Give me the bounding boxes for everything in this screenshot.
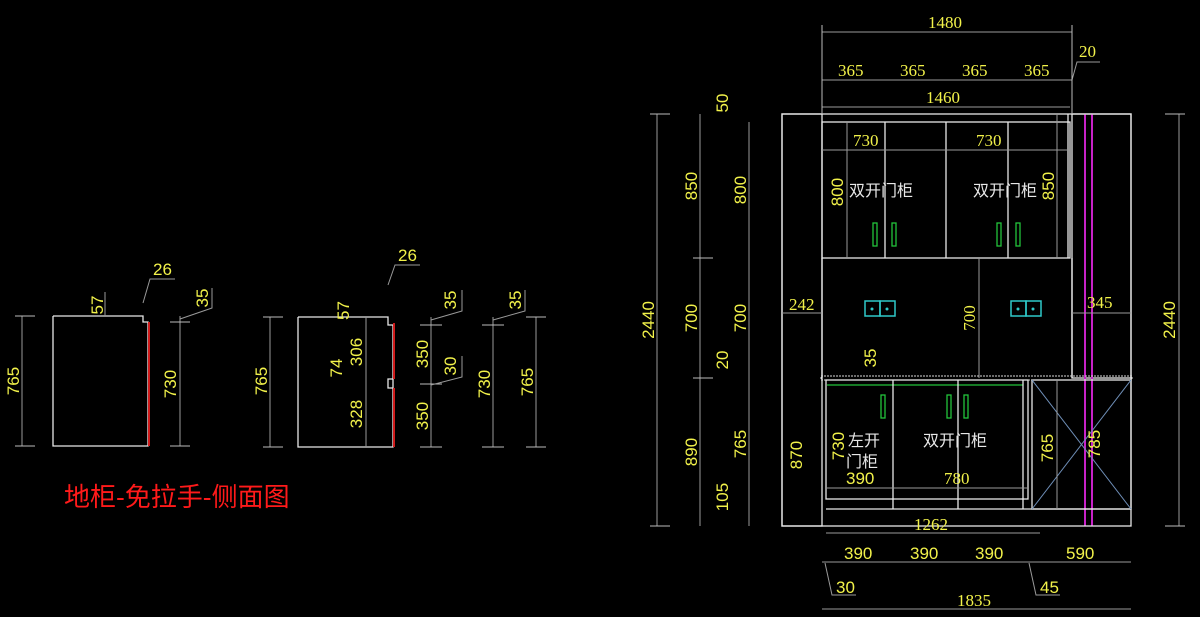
dim-lower-door: 350 [413, 402, 432, 430]
dim-extra-top-gap: 35 [506, 291, 525, 310]
socket-icon [864, 300, 896, 317]
dim-left-upper: 850 [682, 172, 701, 200]
dim-bottom-span: 1262 [914, 515, 948, 534]
dim-top-seg-1: 365 [838, 61, 864, 80]
side-profile-left: 765 730 57 26 35 [4, 260, 213, 447]
dim-bottom-mid-gap: 45 [1040, 578, 1059, 597]
dim-upper-door: 350 [413, 340, 432, 368]
handle-icon [1015, 222, 1021, 247]
dim-top-seg-4: 365 [1024, 61, 1050, 80]
dim-mid-inner: 700 [731, 304, 750, 332]
handle-icon [891, 222, 897, 247]
dim-total-height-2: 765 [252, 367, 271, 395]
upper-cabinet-label-1: 双开门柜 [849, 181, 913, 200]
dim-top-offset-2: 57 [334, 301, 353, 320]
elevation-view: 730 730 双开门柜 双开门柜 800 850 700 242 345 35 [639, 13, 1185, 610]
dim-lower-center-width: 780 [944, 469, 970, 488]
dim-upper-right-height: 850 [1039, 172, 1058, 200]
handle-icon [996, 222, 1002, 247]
dim-door-height: 730 [161, 370, 180, 398]
dim-mid-gap: 30 [441, 357, 460, 376]
dim-upper-section: 306 [347, 338, 366, 366]
dim-counter-gap: 20 [713, 351, 732, 370]
handle-icon [946, 394, 952, 419]
upper-cabinet-label-2: 双开门柜 [973, 181, 1037, 200]
dim-left-wall-width: 242 [789, 295, 815, 314]
dim-top-offset: 20 [1079, 42, 1096, 61]
dim-lower-inner: 765 [731, 430, 750, 458]
dim-top-seg-2: 365 [900, 61, 926, 80]
dim-door-top-gap: 35 [441, 291, 460, 310]
dim-bottom-seg-3: 390 [975, 544, 1003, 563]
cabinet-side-outline-2 [297, 316, 394, 448]
dim-bottom-seg-1: 390 [844, 544, 872, 563]
dim-bottom-seg-2: 390 [910, 544, 938, 563]
dim-door-total: 730 [475, 370, 494, 398]
right-wall-hatch [1071, 113, 1132, 379]
handle-icon [963, 394, 969, 419]
socket-icon [1010, 300, 1042, 317]
dim-top-seg-3: 365 [962, 61, 988, 80]
dim-lower-section: 328 [347, 400, 366, 428]
dim-extra-total: 765 [518, 368, 537, 396]
dim-pipe-height: 785 [1085, 430, 1104, 458]
dim-bottom-seg-4: 590 [1066, 544, 1094, 563]
dim-lower-left-width: 390 [846, 469, 874, 488]
dim-right-overall: 2440 [1160, 301, 1179, 339]
lower-center-label: 双开门柜 [923, 431, 987, 450]
lower-left-label-line1: 左开 [848, 431, 880, 450]
dim-bottom-left-gap: 30 [836, 578, 855, 597]
dim-right-wall-width: 345 [1087, 293, 1113, 312]
dim-counter-thickness: 35 [861, 349, 880, 368]
dim-middle-groove: 74 [327, 359, 346, 378]
dim-toe-kick: 105 [713, 483, 732, 511]
lower-cabinet [825, 379, 1029, 500]
dim-total-height: 765 [4, 367, 23, 395]
dim-upper-inner-height: 800 [828, 178, 847, 206]
countertop [820, 375, 1133, 381]
dim-groove: 26 [153, 260, 172, 279]
middle-groove [387, 378, 393, 389]
dim-top-gap: 35 [193, 289, 212, 308]
dim-groove-2: 26 [398, 246, 417, 265]
dim-bottom-overall: 1835 [957, 591, 991, 610]
dim-open-bay-height: 765 [1038, 434, 1057, 462]
open-bay [1031, 379, 1132, 510]
handle-icon [872, 222, 878, 247]
dim-left-lower-wall: 870 [787, 441, 806, 469]
dim-left-middle: 700 [682, 304, 701, 332]
handle-icon [880, 394, 886, 419]
dim-upper-width-1: 730 [853, 131, 879, 150]
lower-left-label-line2: 门柜 [846, 452, 878, 471]
dim-upper-width-2: 730 [976, 131, 1002, 150]
dim-left-overall: 2440 [639, 301, 658, 339]
cabinet-side-outline [52, 315, 149, 447]
dim-middle-height: 700 [960, 305, 979, 331]
dim-upper-inner: 800 [731, 176, 750, 204]
dim-top-gap: 50 [713, 94, 732, 113]
dim-overall-top: 1480 [928, 13, 962, 32]
dim-top-offset: 57 [88, 296, 107, 315]
dim-inner-top: 1460 [926, 88, 960, 107]
side-profile-right: 765 57 306 74 328 26 35 350 30 350 730 3… [252, 246, 546, 448]
cabinet-frame [781, 113, 1132, 527]
dim-left-lower: 890 [682, 438, 701, 466]
dim-lower-left-height: 730 [829, 432, 848, 460]
side-view-title: 地柜-免拉手-侧面图 [64, 483, 290, 513]
